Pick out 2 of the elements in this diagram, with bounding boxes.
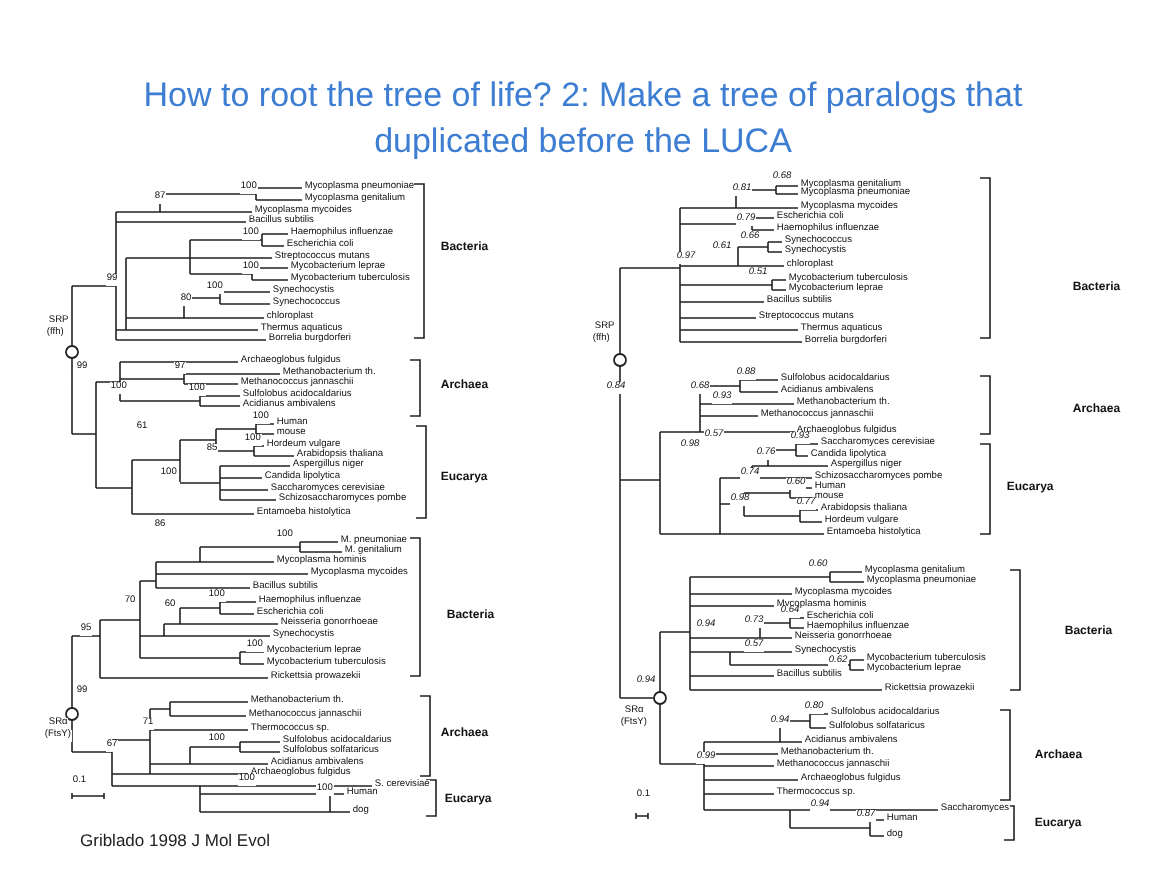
citation-text: Griblado 1998 J Mol Evol bbox=[80, 830, 270, 850]
slide-title: How to root the tree of life? 2: Make a tree of paralogs that duplicated before the LUCA bbox=[141, 74, 1025, 164]
